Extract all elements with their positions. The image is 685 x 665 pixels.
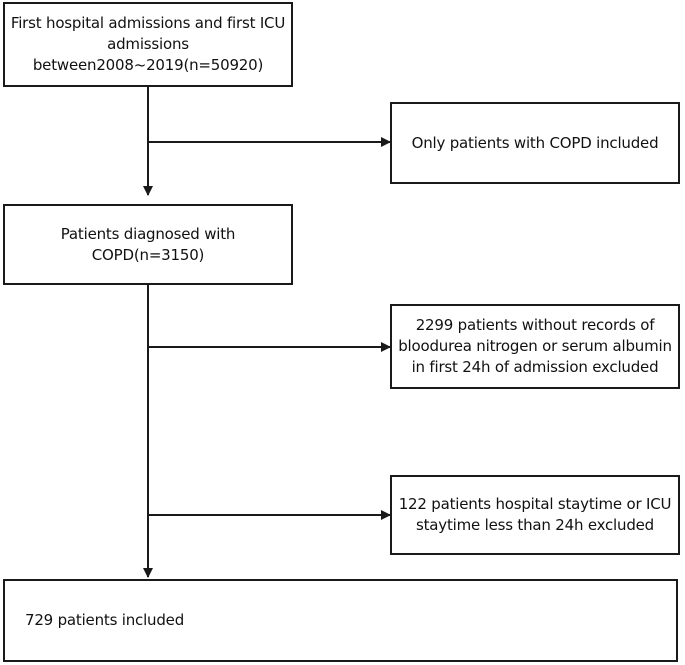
copd-patients-line-2: COPD(n=3150)	[91, 245, 205, 264]
initial-cohort-line-1: First hospital admissions and first ICU	[10, 14, 286, 32]
exclusion-3-line-1: 122 patients hospital staytime or ICU	[398, 495, 672, 513]
final-cohort-line-1: 729 patients included	[25, 611, 185, 629]
copd-patients-line-1: Patients diagnosed with	[60, 224, 236, 243]
exclusion-2-line-1: 2299 patients without records of	[415, 316, 655, 334]
exclusion-2-box: 2299 patients without records of bloodur…	[390, 304, 680, 389]
initial-cohort-box: First hospital admissions and first ICU …	[3, 2, 293, 87]
copd-patients-box: Patients diagnosed with COPD(n=3150)	[3, 204, 293, 285]
exclusion-1-box: Only patients with COPD included	[390, 102, 680, 184]
exclusion-3-line-2: staytime less than 24h excluded	[415, 516, 654, 534]
exclusion-1-line-1: Only patients with COPD included	[411, 133, 659, 152]
initial-cohort-line-2: admissions	[107, 35, 189, 53]
exclusion-2-line-2: bloodurea nitrogen or serum albumin	[398, 337, 672, 355]
exclusion-2-line-3: in first 24h of admission excluded	[411, 358, 659, 376]
final-cohort-box: 729 patients included	[3, 579, 678, 662]
initial-cohort-line-3: between2008~2019(n=50920)	[32, 56, 264, 74]
exclusion-3-box: 122 patients hospital staytime or ICU st…	[390, 475, 680, 555]
